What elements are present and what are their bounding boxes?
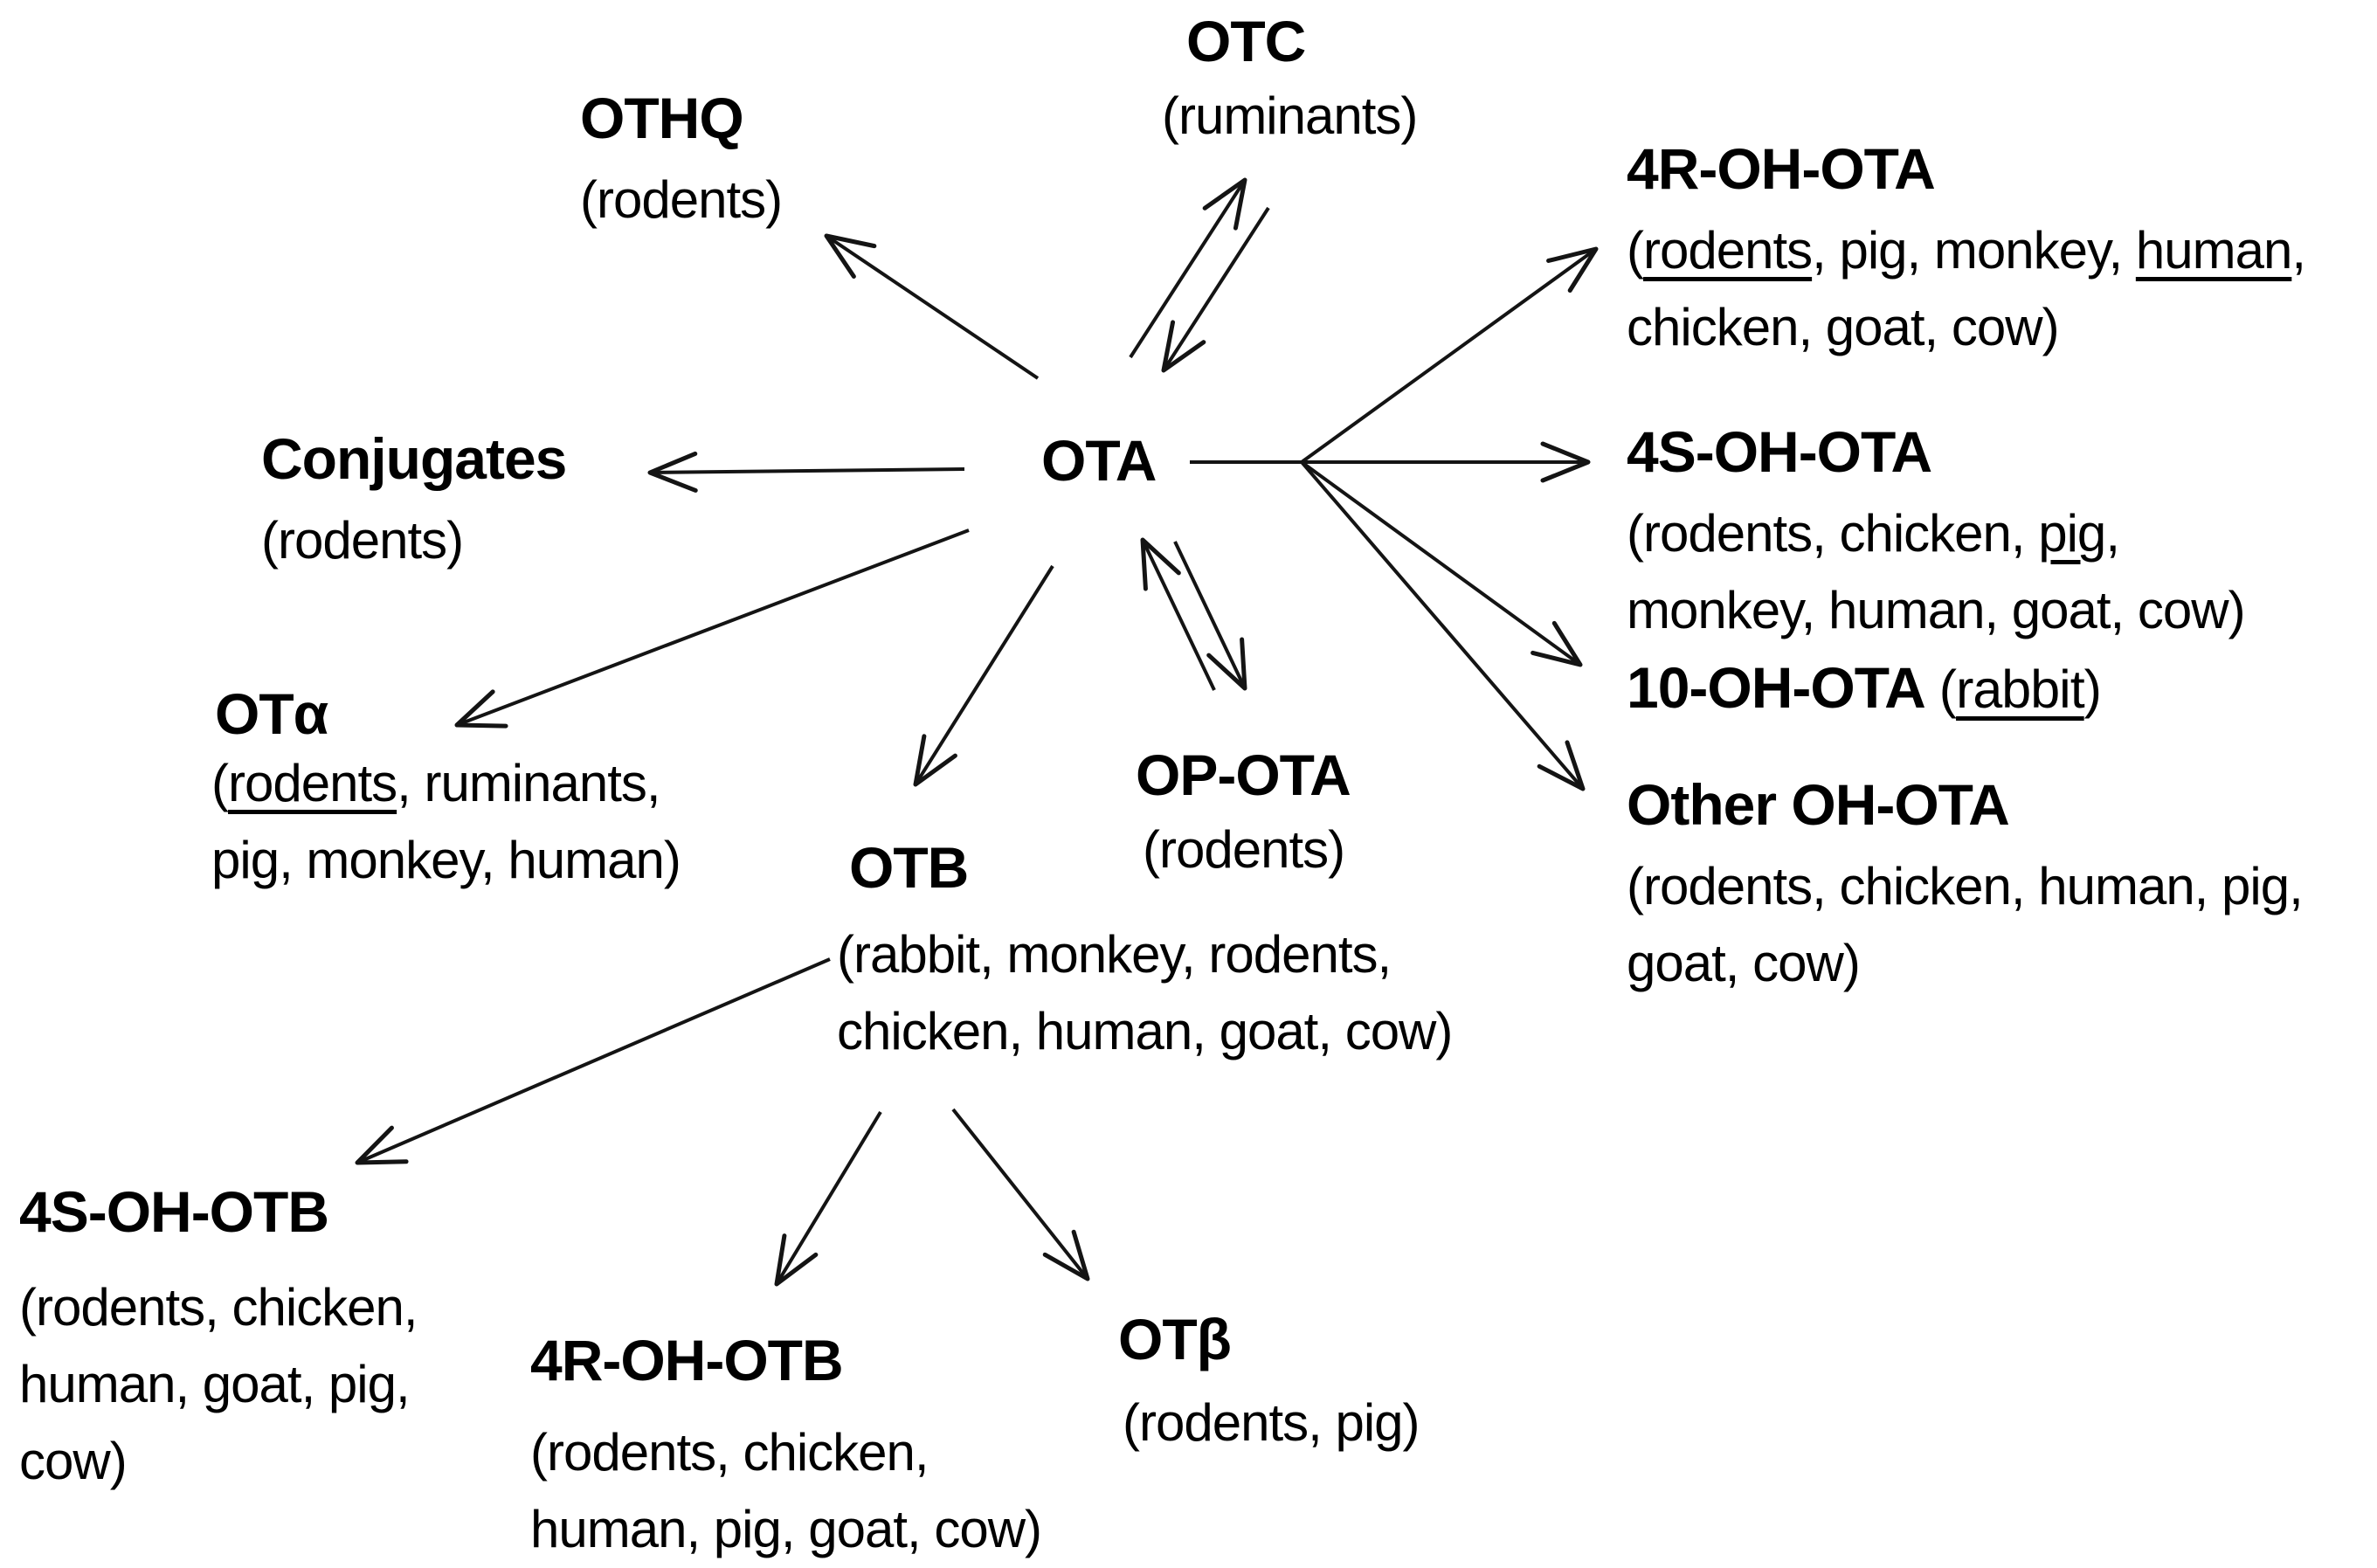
- arrow-ota-op-ota-forward: [1173, 541, 1247, 691]
- node-title-ot-alpha: OTα: [215, 681, 328, 746]
- species-line: (rodents, chicken,: [19, 1278, 418, 1337]
- node-title-4r-oh-ota: 4R-OH-OTA: [1627, 136, 1936, 201]
- node-othq: OTHQ (rodents): [580, 86, 783, 238]
- node-species-4s-oh-ota: (rodents, chicken, pig, monkey, human, go…: [1627, 495, 2246, 649]
- species-line: chicken, human, goat, cow): [837, 1002, 1453, 1061]
- species-line: chicken, goat, cow): [1627, 298, 2060, 357]
- species-line: (rodents, chicken,: [530, 1423, 929, 1482]
- node-species-otc: (ruminants): [1162, 78, 1418, 155]
- underlined-species: pig: [2038, 504, 2106, 563]
- species-line: (rodents, pig): [1123, 1393, 1420, 1453]
- node-title-other-oh-ota: Other OH-OTA: [1627, 772, 2010, 837]
- arrow-ota-othq: [824, 233, 1040, 380]
- underlined-species: rodents: [227, 754, 397, 813]
- node-title-conjugates: Conjugates: [261, 426, 567, 491]
- node-title-4r-oh-otb: 4R-OH-OTB: [530, 1328, 844, 1392]
- node-title-suffix-10-oh-ota: (rabbit): [1924, 660, 2102, 719]
- node-title-othq: OTHQ: [580, 86, 744, 150]
- node-title-ota: OTA: [1041, 428, 1157, 493]
- species-line: goat, cow): [1627, 934, 1861, 993]
- species-line: (rodents, chicken, human, pig,: [1627, 857, 2304, 916]
- node-title-4s-oh-ota: 4S-OH-OTA: [1627, 419, 1932, 484]
- arrow-ota-4r-oh-ota: [1300, 246, 1599, 464]
- node-ot-beta: OTβ (rodents, pig): [1118, 1307, 1420, 1461]
- species-line: (rodents): [261, 511, 464, 570]
- node-4s-oh-ota: 4S-OH-OTA (rodents, chicken, pig, monkey, …: [1627, 419, 2246, 649]
- node-title-4s-oh-otb: 4S-OH-OTB: [19, 1179, 329, 1244]
- node-species-ot-alpha: (rodents, ruminants, pig, monkey, human): [211, 745, 681, 899]
- arrow-otb-4r-oh-otb: [774, 1110, 882, 1287]
- node-species-4r-oh-ota: (rodents, pig, monkey, human, chicken, go…: [1627, 212, 2306, 366]
- species-line: (rodents): [1143, 820, 1345, 880]
- underlined-species: human: [2135, 221, 2292, 280]
- species-line: (rodents, ruminants,: [211, 754, 661, 813]
- species-line: monkey, human, goat, cow): [1627, 581, 2246, 640]
- node-4r-oh-ota: 4R-OH-OTA (rodents, pig, monkey, human, ch…: [1627, 136, 2306, 366]
- arrow-ota-otb: [913, 564, 1054, 787]
- node-op-ota: OP-OTA (rodents): [1136, 743, 1351, 888]
- species-line: human, goat, pig,: [19, 1355, 411, 1414]
- node-4r-oh-otb: 4R-OH-OTB (rodents, chicken, human, pig, g…: [530, 1328, 1042, 1568]
- node-otb: OTB (rabbit, monkey, rodents, chicken, hum…: [837, 835, 1453, 1070]
- arrow-ota-otc-reverse: [1161, 206, 1270, 373]
- node-species-4s-oh-otb: (rodents, chicken, human, goat, pig, cow): [19, 1269, 418, 1500]
- node-species-conjugates: (rodents): [261, 502, 566, 579]
- node-other-oh-ota: Other OH-OTA (rodents, chicken, human, pi…: [1627, 772, 2304, 1002]
- arrow-ota-otc-forward: [1129, 177, 1247, 359]
- species-line: (rabbit, monkey, rodents,: [837, 925, 1392, 984]
- node-species-other-oh-ota: (rodents, chicken, human, pig, goat, cow): [1627, 848, 2304, 1002]
- node-otc: OTC (ruminants): [1162, 9, 1418, 155]
- node-10-oh-ota: 10-OH-OTA (rabbit): [1627, 655, 2102, 720]
- node-title-otb: OTB: [849, 835, 969, 900]
- node-4s-oh-otb: 4S-OH-OTB (rodents, chicken, human, goat, …: [19, 1179, 418, 1500]
- node-species-4r-oh-otb: (rodents, chicken, human, pig, goat, cow): [530, 1414, 1042, 1568]
- arrow-ota-ot-alpha: [454, 528, 970, 729]
- arrow-ota-conjugates: [647, 451, 965, 493]
- node-species-othq: (rodents): [580, 162, 783, 238]
- node-title-10-oh-ota: 10-OH-OTA (rabbit): [1627, 655, 2102, 720]
- arrow-ota-other-oh-ota: [1300, 460, 1586, 791]
- node-species-op-ota: (rodents): [1143, 812, 1351, 888]
- species-line: (rodents, pig, monkey, human,: [1627, 221, 2306, 280]
- arrow-ota-op-ota-reverse: [1140, 537, 1216, 691]
- node-species-otb: (rabbit, monkey, rodents, chicken, human,…: [837, 916, 1453, 1070]
- node-ota: OTA: [1041, 428, 1157, 493]
- node-title-ot-beta: OTβ: [1118, 1307, 1232, 1371]
- node-species-ot-beta: (rodents, pig): [1123, 1385, 1420, 1461]
- species-line: (ruminants): [1162, 86, 1418, 146]
- species-line: pig, monkey, human): [211, 831, 681, 890]
- arrow-otb-4s-oh-otb: [355, 957, 831, 1165]
- node-conjugates: Conjugates (rodents): [261, 426, 567, 579]
- species-line: cow): [19, 1432, 128, 1491]
- underlined-species: rabbit: [1956, 660, 2085, 719]
- underlined-species: rodents: [1642, 221, 1813, 280]
- arrow-otb-ot-beta: [951, 1108, 1090, 1281]
- species-line: (rodents, chicken, pig,: [1627, 504, 2120, 563]
- species-line: human, pig, goat, cow): [530, 1500, 1042, 1559]
- node-title-otc: OTC: [1186, 9, 1306, 73]
- arrow-ota-10-oh-ota: [1300, 460, 1583, 667]
- species-line: (rodents): [580, 170, 783, 230]
- node-ot-alpha: OTα (rodents, ruminants, pig, monkey, huma…: [211, 681, 681, 899]
- node-title-op-ota: OP-OTA: [1136, 743, 1351, 807]
